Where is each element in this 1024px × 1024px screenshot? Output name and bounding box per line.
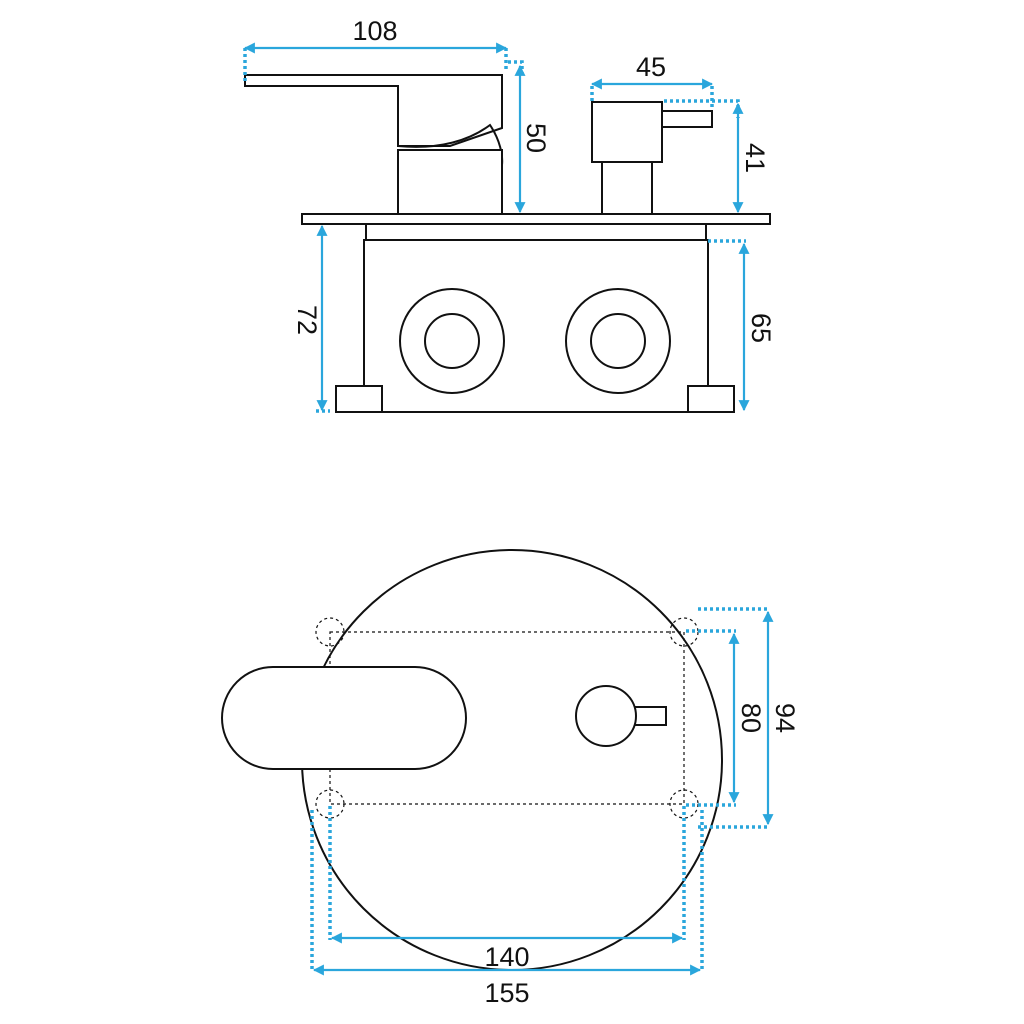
dim-label-45: 45	[636, 52, 666, 82]
diverter-knob	[591, 101, 663, 163]
lever-front	[221, 666, 467, 770]
dim-label-65: 65	[746, 313, 776, 343]
foot-right	[687, 385, 735, 413]
port-left-inner	[424, 313, 480, 369]
cover-plate	[301, 213, 771, 225]
side-view	[244, 74, 771, 413]
dim-label-108: 108	[352, 16, 397, 46]
front-view	[221, 549, 723, 971]
dim-label-140: 140	[484, 942, 529, 972]
lever-stem	[397, 149, 503, 215]
dimension-labels: 108 45 50 41 72 65 80 94 140 155	[292, 16, 800, 1008]
fixing-hole-tl	[315, 617, 345, 647]
diverter-stem	[601, 161, 653, 215]
port-right-outer	[565, 288, 671, 394]
dim-label-94: 94	[770, 703, 800, 733]
dimension-lines	[243, 42, 774, 976]
dim-label-155: 155	[484, 978, 529, 1008]
foot-left	[335, 385, 383, 413]
dim-label-41: 41	[740, 143, 770, 173]
port-left-outer	[399, 288, 505, 394]
port-right-inner	[590, 313, 646, 369]
lever-handle	[244, 74, 503, 147]
collar	[365, 223, 707, 241]
fixing-hole-bl	[315, 789, 345, 819]
diverter-knob-front	[575, 685, 637, 747]
diverter-pin	[661, 110, 713, 128]
dim-label-72: 72	[292, 305, 322, 335]
dim-label-50: 50	[521, 123, 551, 153]
dim-label-80: 80	[736, 703, 766, 733]
